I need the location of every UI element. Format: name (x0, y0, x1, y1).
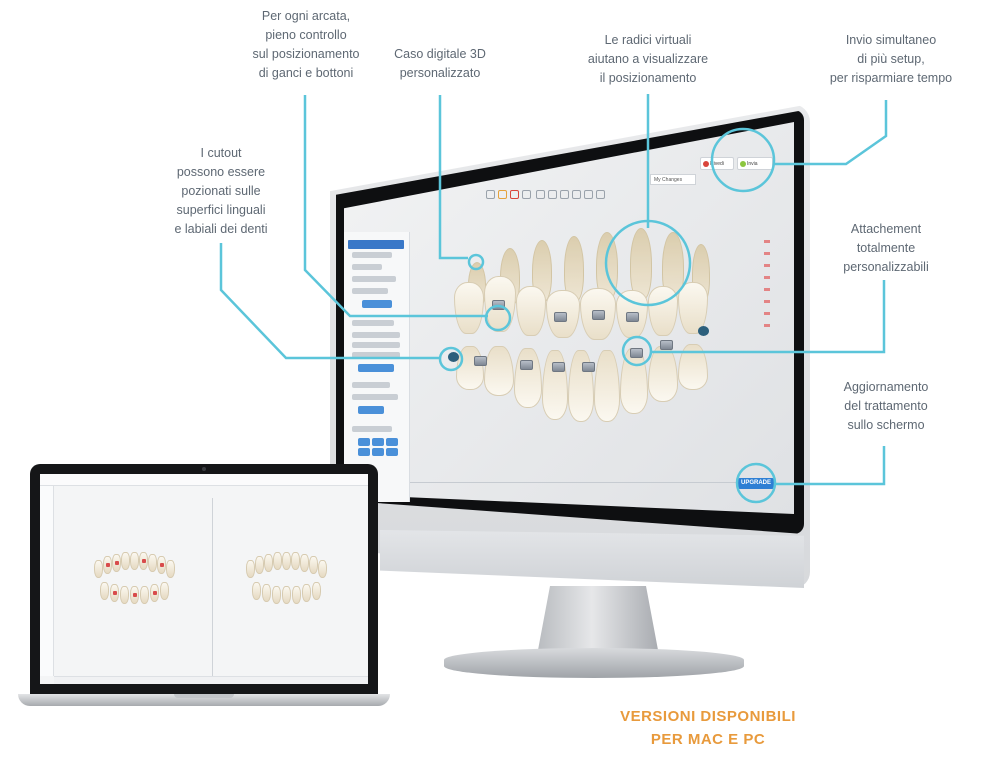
callout-caso-digitale: Caso digitale 3D personalizzato (394, 47, 486, 80)
tooth-lower[interactable] (456, 346, 484, 390)
top-action-buttons: Rivedi Invia (700, 150, 776, 174)
tooth-lower[interactable] (678, 344, 708, 390)
button-attachment[interactable] (448, 352, 459, 362)
sidebar-toggle[interactable] (386, 448, 398, 456)
bracket[interactable] (582, 362, 595, 372)
sidebar-slider[interactable] (352, 352, 400, 358)
bracket[interactable] (520, 360, 533, 370)
sidebar-toggle[interactable] (358, 438, 370, 446)
bracket[interactable] (630, 348, 643, 358)
sidebar-toggle[interactable] (358, 448, 370, 456)
tool-icon[interactable] (548, 190, 557, 199)
tool-icon[interactable] (584, 190, 593, 199)
laptop-app-footer (54, 676, 368, 684)
laptop-app-toolbar (40, 474, 368, 486)
button-attachment[interactable] (698, 326, 709, 336)
tool-icon[interactable] (560, 190, 569, 199)
imac-base (444, 648, 744, 678)
tool-icon[interactable] (486, 190, 495, 199)
sidebar-row (352, 394, 398, 400)
tool-icon[interactable] (536, 190, 545, 199)
callout-radici-virtuali: Le radici virtuali aiutano a visualizzar… (587, 33, 709, 85)
callout-attachement: Attachement totalmente personalizzabili (843, 222, 929, 274)
availability-headline: VERSIONI DISPONIBILI PER MAC E PC (620, 708, 796, 748)
sidebar-action-button[interactable] (358, 364, 394, 372)
tool-icon[interactable] (510, 190, 519, 199)
tool-icon[interactable] (498, 190, 507, 199)
tooth-lower[interactable] (514, 348, 542, 408)
sidebar-toggle[interactable] (372, 448, 384, 456)
bracket[interactable] (660, 340, 673, 350)
sidebar-row (352, 426, 392, 432)
bracket[interactable] (474, 356, 487, 366)
callout-invio-simultaneo: Invio simultaneo di più setup, per rispa… (829, 33, 953, 85)
sidebar-header (348, 240, 404, 249)
sidebar-row (352, 320, 394, 326)
laptop-arch-left[interactable] (94, 552, 178, 612)
tooth-lower[interactable] (484, 346, 514, 396)
laptop-screen (40, 474, 368, 684)
tool-icon[interactable] (596, 190, 605, 199)
bracket[interactable] (554, 312, 567, 322)
tool-icon[interactable] (572, 190, 581, 199)
tooth-lower[interactable] (568, 350, 594, 422)
bracket[interactable] (492, 300, 505, 310)
app-toolbar (480, 190, 610, 208)
callout-arcata: Per ogni arcata, pieno controllo sul pos… (252, 9, 360, 80)
imac-chin (380, 530, 804, 588)
callout-cutout: I cutout possono essere pozionati sulle … (174, 146, 268, 236)
laptop-base (18, 694, 390, 706)
laptop-notch (174, 694, 234, 698)
laptop-camera (202, 467, 206, 471)
tooth-lower[interactable] (542, 350, 568, 420)
bracket[interactable] (552, 362, 565, 372)
app-sidebar (344, 232, 410, 502)
sidebar-row (352, 252, 392, 258)
upgrade-button[interactable]: UPGRADE (738, 478, 774, 489)
sidebar-row (352, 288, 388, 294)
submit-button[interactable]: Invia (737, 157, 773, 170)
side-markers (764, 240, 772, 370)
changes-dropdown[interactable]: My Changes (650, 174, 696, 185)
imac-stand (538, 586, 658, 650)
sidebar-action-button[interactable] (362, 300, 392, 308)
laptop-split-divider[interactable] (212, 498, 213, 676)
treatment-timeline[interactable] (410, 482, 740, 488)
sidebar-action-button[interactable] (358, 406, 384, 414)
tooth-lower[interactable] (594, 350, 620, 422)
bracket[interactable] (626, 312, 639, 322)
sidebar-row (352, 276, 396, 282)
tool-icon[interactable] (522, 190, 531, 199)
tooth-lower[interactable] (648, 346, 678, 402)
sidebar-slider[interactable] (352, 332, 400, 338)
laptop-app-sidebar (40, 486, 54, 676)
sidebar-slider[interactable] (352, 342, 400, 348)
bracket[interactable] (592, 310, 605, 320)
sidebar-toggle[interactable] (372, 438, 384, 446)
review-button[interactable]: Rivedi (700, 157, 734, 170)
sidebar-toggle[interactable] (386, 438, 398, 446)
callout-aggiornamento: Aggiornamento del trattamento sullo sche… (843, 380, 929, 432)
sidebar-row (352, 264, 382, 270)
sidebar-row (352, 382, 390, 388)
laptop-arch-right[interactable] (246, 552, 330, 612)
